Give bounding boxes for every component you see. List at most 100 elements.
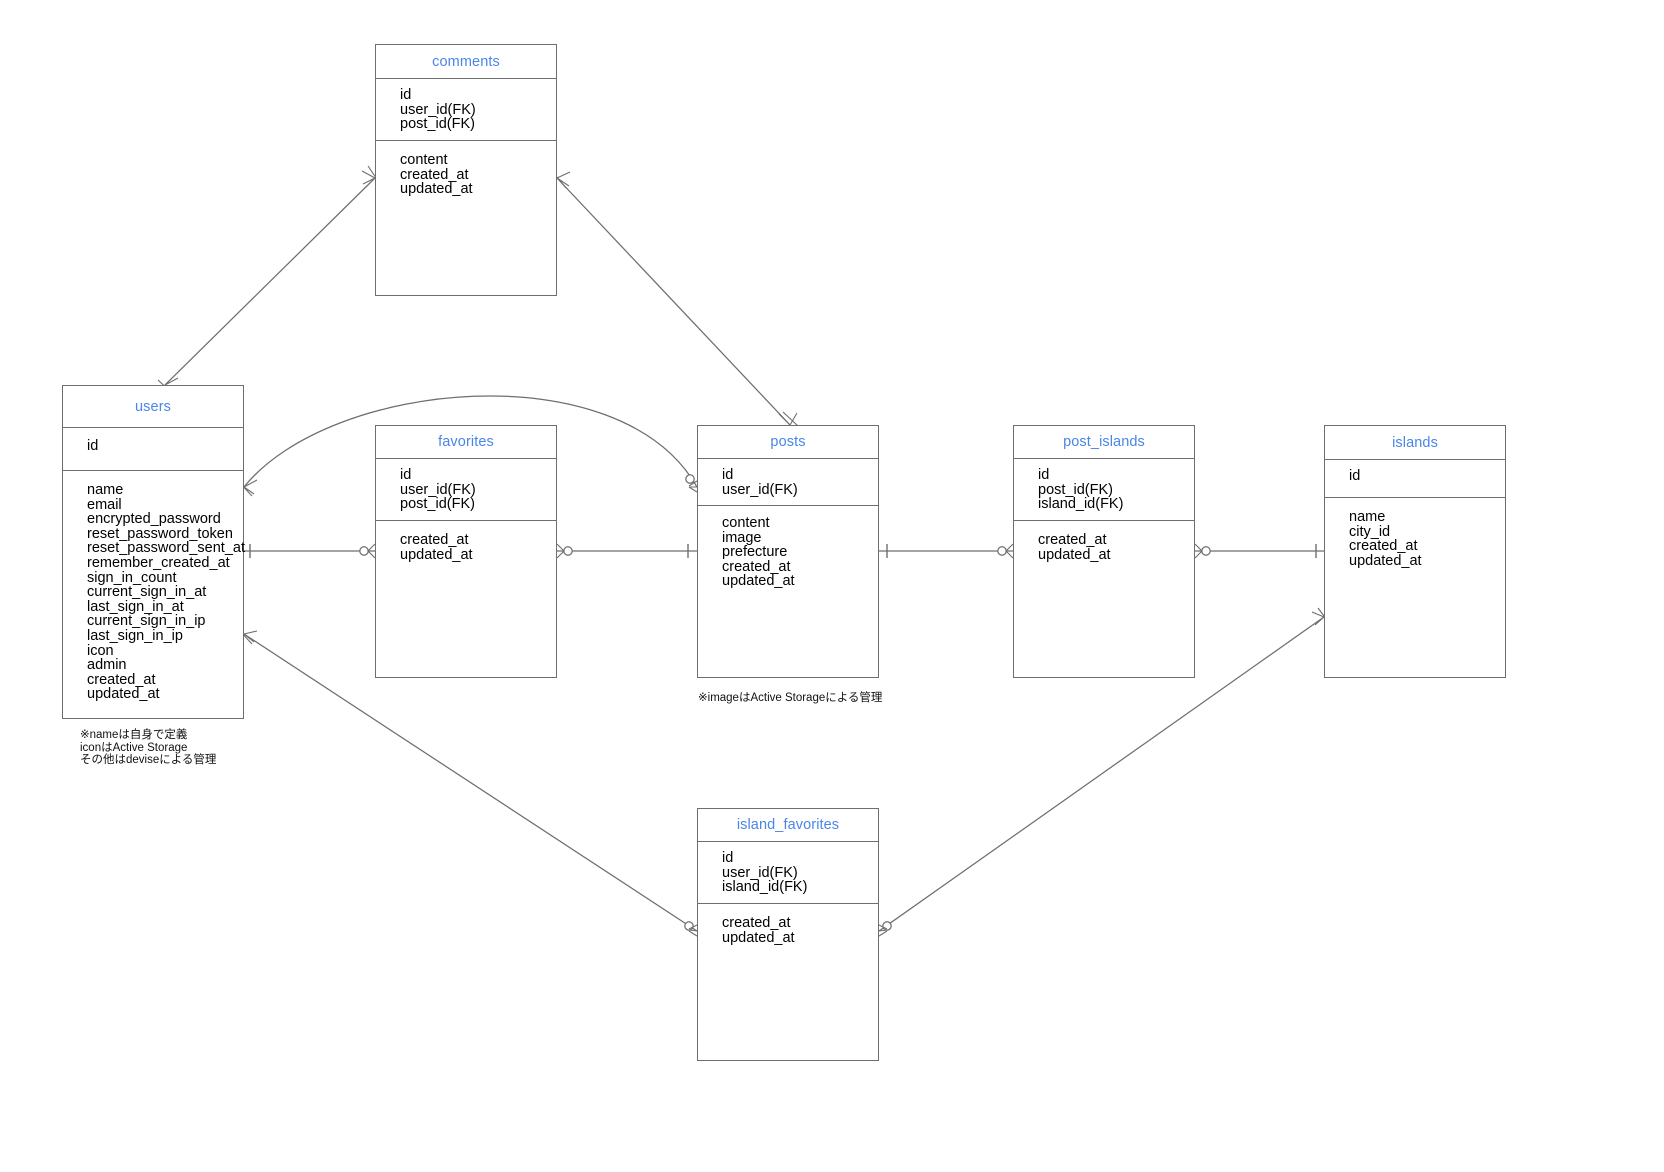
entity-comments-title-cell: comments: [376, 45, 556, 79]
field-row: last_sign_in_at: [87, 598, 184, 615]
note-line: ※imageはActive Storageによる管理: [698, 692, 883, 704]
entity-favorites-fields: created_at updated_at: [376, 521, 556, 562]
field-row: created_at: [87, 671, 156, 688]
field-row: email: [87, 496, 122, 513]
entity-title: islands: [1392, 434, 1438, 451]
field-row: id: [722, 850, 734, 866]
field-row: updated_at: [1349, 552, 1422, 569]
field-row: id: [87, 438, 99, 454]
field-row: created_at: [400, 532, 469, 548]
entity-posts-fields: content image prefecture created_at upda…: [698, 506, 878, 589]
field-row: post_id(FK): [1038, 481, 1113, 498]
field-row: name: [87, 482, 124, 498]
entity-post-islands-title-cell: post_islands: [1014, 426, 1194, 459]
field-row: updated_at: [87, 686, 160, 703]
relationship-post_islands-islands: [1194, 543, 1324, 559]
field-row: icon: [87, 642, 114, 659]
field-row: content: [722, 515, 770, 531]
entity-title: users: [135, 398, 171, 415]
relationship-island_favorites-islands: [878, 607, 1331, 937]
entity-users[interactable]: users id name email encrypted_password r…: [62, 385, 245, 719]
note-line: その他はdeviseによる管理: [80, 754, 217, 767]
field-row: created_at: [1038, 532, 1107, 548]
entity-comments-keys: id user_id(FK) post_id(FK): [376, 79, 556, 141]
field-row: remember_created_at: [87, 554, 230, 571]
field-row: image: [722, 529, 762, 546]
note-line: ※nameは自身で定義: [80, 729, 188, 741]
field-row: user_id(FK): [400, 101, 476, 118]
field-row: id: [400, 87, 412, 103]
entity-island-favorites-fields: created_at updated_at: [698, 904, 878, 945]
entity-title: post_islands: [1063, 434, 1145, 450]
field-row: content: [400, 152, 448, 168]
field-row: admin: [87, 657, 127, 674]
field-row: created_at: [722, 915, 791, 931]
entity-post-islands[interactable]: post_islands id post_id(FK) island_id(FK…: [1013, 425, 1195, 678]
field-row: sign_in_count: [87, 569, 177, 586]
field-row: created_at: [400, 166, 469, 183]
relationship-users-posts: [237, 395, 698, 497]
note-users: ※nameは自身で定義 iconはActive Storage その他はdevi…: [80, 729, 216, 767]
entity-users-keys: id: [63, 428, 243, 471]
entity-title: favorites: [438, 434, 494, 450]
field-row: created_at: [722, 558, 791, 575]
entity-favorites-title-cell: favorites: [376, 426, 556, 459]
relationship-users-comments: [157, 165, 382, 394]
field-row: reset_password_token: [87, 525, 233, 542]
entity-favorites-keys: id user_id(FK) post_id(FK): [376, 459, 556, 521]
entity-post-islands-fields: created_at updated_at: [1014, 521, 1194, 562]
entity-users-fields: name email encrypted_password reset_pass…: [63, 471, 245, 703]
field-row: island_id(FK): [1038, 496, 1124, 513]
entity-islands-fields: name city_id created_at updated_at: [1325, 498, 1505, 568]
relationship-users-favorites: [244, 543, 376, 559]
field-row: updated_at: [1038, 546, 1111, 563]
field-row: post_id(FK): [400, 116, 475, 133]
field-row: current_sign_in_at: [87, 584, 207, 601]
field-row: user_id(FK): [722, 481, 798, 498]
entity-title: comments: [432, 53, 500, 70]
field-row: island_id(FK): [722, 879, 808, 896]
field-row: name: [1349, 509, 1386, 525]
field-row: id: [722, 467, 734, 483]
relationship-comments-posts: [550, 169, 799, 427]
entity-title: island_favorites: [736, 817, 840, 833]
entity-users-title-cell: users: [63, 386, 243, 428]
field-row: prefecture: [722, 544, 788, 561]
field-row: reset_password_sent_at: [87, 540, 245, 557]
field-row: user_id(FK): [722, 864, 798, 881]
field-row: encrypted_password: [87, 511, 221, 528]
entity-islands[interactable]: islands id name city_id created_at updat…: [1324, 425, 1506, 678]
field-row: last_sign_in_ip: [87, 627, 183, 644]
field-row: current_sign_in_ip: [87, 613, 206, 630]
entity-island-favorites[interactable]: island_favorites id user_id(FK) island_i…: [697, 808, 879, 1061]
relationship-favorites-posts: [556, 543, 697, 559]
entity-favorites[interactable]: favorites id user_id(FK) post_id(FK) cre…: [375, 425, 557, 678]
entity-posts[interactable]: posts id user_id(FK) content image prefe…: [697, 425, 879, 678]
field-row: city_id: [1349, 523, 1391, 540]
field-row: updated_at: [722, 573, 795, 590]
entity-island-favorites-keys: id user_id(FK) island_id(FK): [698, 842, 878, 904]
entity-comments[interactable]: comments id user_id(FK) post_id(FK) cont…: [375, 44, 557, 296]
field-row: updated_at: [400, 181, 473, 198]
field-row: id: [400, 467, 412, 483]
field-row: updated_at: [722, 929, 795, 946]
entity-comments-fields: content created_at updated_at: [376, 141, 556, 197]
entity-island-favorites-title-cell: island_favorites: [698, 809, 878, 842]
field-row: id: [1038, 467, 1050, 483]
entity-title: posts: [770, 434, 806, 450]
field-row: created_at: [1349, 538, 1418, 555]
entity-post-islands-keys: id post_id(FK) island_id(FK): [1014, 459, 1194, 521]
field-row: post_id(FK): [400, 496, 475, 513]
note-line: iconはActive Storage: [80, 741, 188, 754]
field-row: updated_at: [400, 546, 473, 563]
entity-islands-keys: id: [1325, 460, 1505, 498]
entity-posts-keys: id user_id(FK): [698, 459, 878, 506]
relationship-posts-post_islands: [879, 543, 1014, 559]
field-row: user_id(FK): [400, 481, 476, 498]
entity-posts-title-cell: posts: [698, 426, 878, 459]
relationship-users-island_favorites: [237, 628, 698, 937]
field-row: id: [1349, 468, 1361, 484]
note-posts: ※imageはActive Storageによる管理: [698, 692, 882, 705]
